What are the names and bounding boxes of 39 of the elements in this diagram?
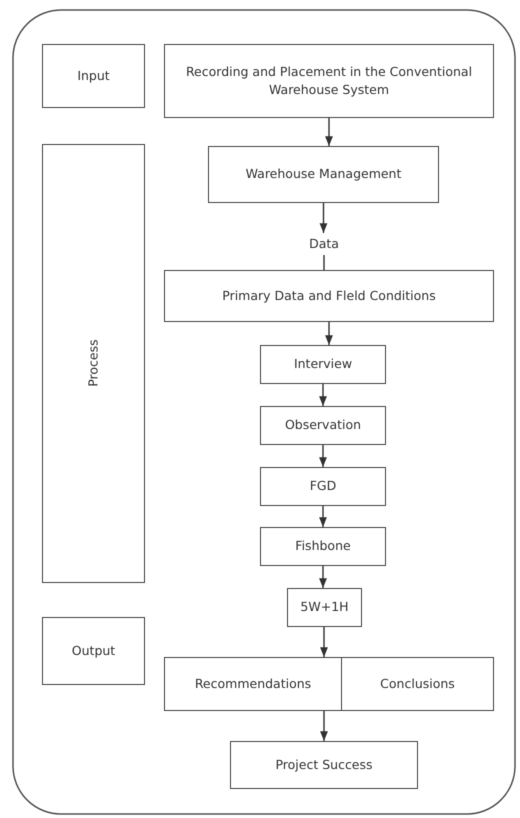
process-box [208, 146, 439, 203]
arrow [320, 711, 328, 741]
process-box [164, 44, 494, 118]
process-box [42, 44, 145, 108]
node-text: Interview [294, 355, 352, 374]
arrow [325, 118, 333, 146]
node-text: Data [309, 234, 339, 253]
arrow [319, 566, 327, 588]
node-text: Warehouse Management [246, 165, 402, 184]
process-box [42, 144, 145, 583]
process-box [260, 527, 386, 566]
node-text: Recording and Placement in the Conventional Warehouse System [184, 62, 474, 99]
node-text: Observation [284, 416, 362, 434]
process-box [164, 657, 342, 711]
arrow [319, 384, 327, 406]
node-text: Recommendations [194, 674, 312, 693]
connector-line [323, 255, 325, 270]
node-text: Conclusions [380, 674, 455, 693]
process-box [260, 345, 386, 384]
process-box [42, 617, 145, 685]
node-text: 5W+1H [300, 598, 349, 616]
process-box [260, 406, 386, 445]
arrow [319, 506, 327, 527]
process-box [260, 467, 386, 506]
node-text: Input [77, 66, 110, 85]
node-text: Output [72, 642, 116, 660]
node-text: Project Success [275, 756, 373, 774]
node-text: Process [84, 340, 102, 388]
process-box [341, 657, 494, 711]
process-box [287, 588, 362, 627]
node-text: Fishbone [295, 537, 351, 556]
node-text: Primary Data and Fleld Conditions [222, 286, 436, 305]
process-box [230, 741, 418, 789]
arrow [325, 322, 333, 345]
arrow [319, 445, 327, 467]
arrow [320, 203, 328, 233]
node-text: FGD [310, 477, 336, 496]
process-box [164, 270, 494, 322]
arrow [320, 627, 328, 657]
